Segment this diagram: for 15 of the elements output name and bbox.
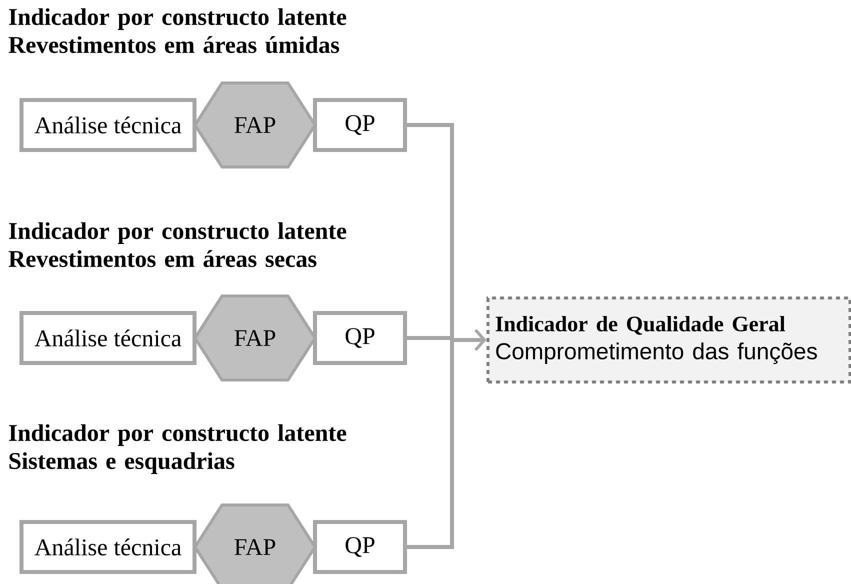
group-heading: Indicador por constructo latente Revestimentos em áreas úmidas — [8, 8, 346, 54]
arrow — [452, 329, 486, 351]
group-heading: Indicador por constructo latente Sistemas e esquadrias — [9, 424, 346, 474]
process-box: Análise técnica — [20, 520, 196, 574]
hexagon: FAP — [194, 82, 316, 168]
process-box: Análise técnica — [20, 98, 196, 152]
result-box: Indicador de Qualidade Geral Comprometimento das funções — [486, 296, 851, 384]
process-box: QP — [313, 98, 407, 152]
process-box: QP — [313, 311, 407, 365]
process-box: Análise técnica — [20, 311, 196, 365]
group-heading: Indicador por constructo latente Revestimentos em áreas secas — [8, 222, 346, 268]
connector-line — [407, 340, 454, 549]
hexagon: FAP — [194, 294, 316, 382]
process-box: QP — [313, 520, 407, 574]
connector-line — [407, 336, 454, 340]
